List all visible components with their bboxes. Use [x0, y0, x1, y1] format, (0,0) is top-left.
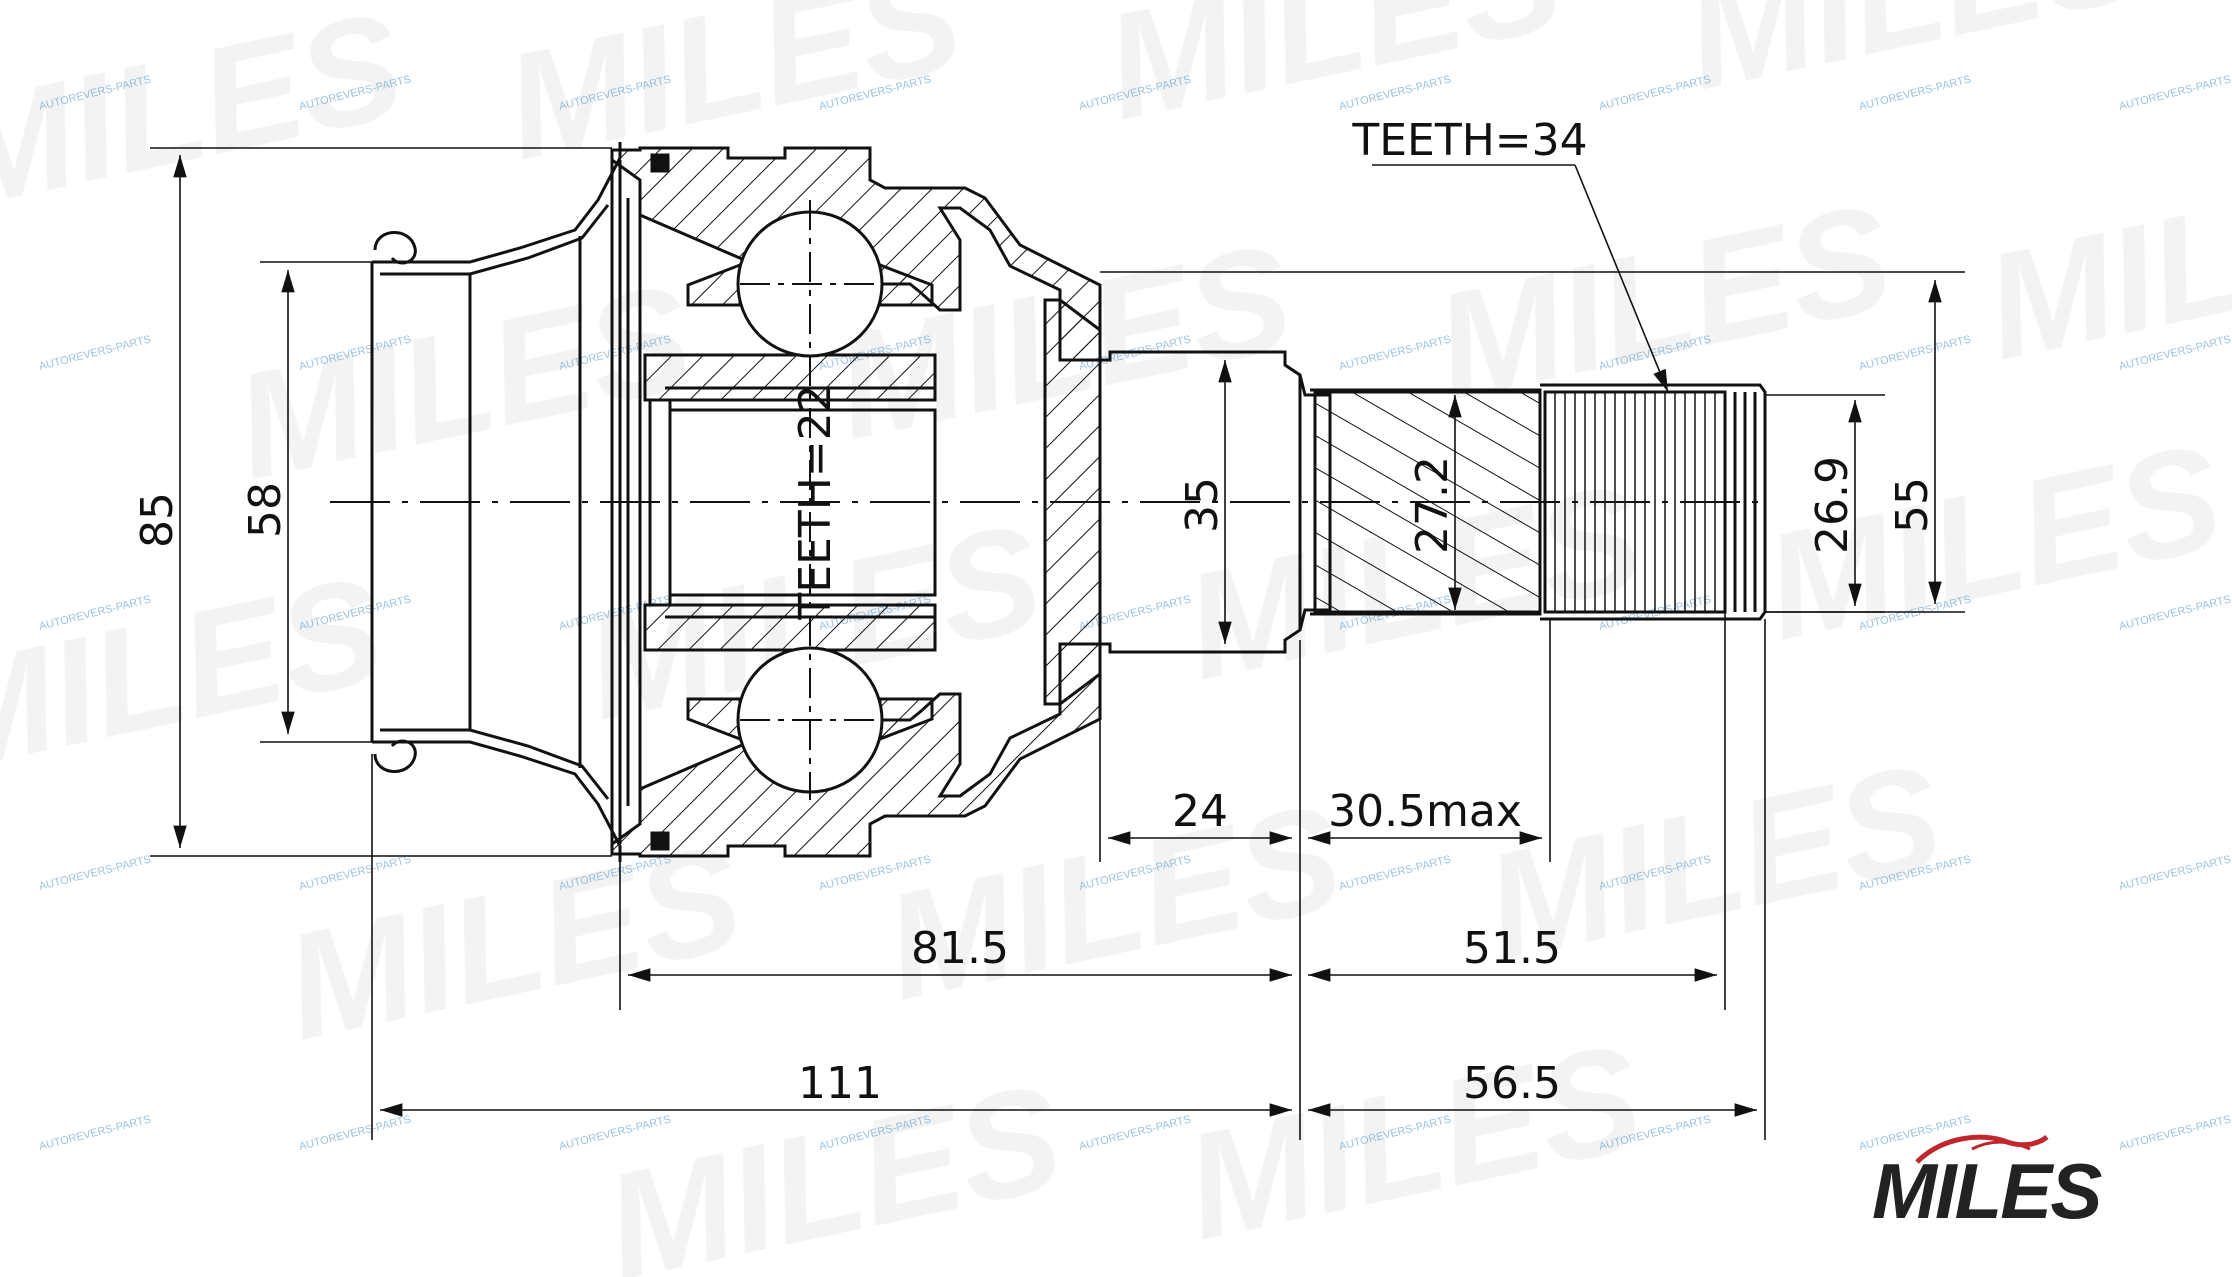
teeth-inner-label: TEETH=22 [790, 384, 841, 620]
dim-30-5: 30.5max [1328, 786, 1522, 837]
watermark-small-text: AUTOREVERS-PARTS [298, 1113, 412, 1152]
watermark-small-text: AUTOREVERS-PARTS [1598, 73, 1712, 112]
dim-27-2: 27.2 [1407, 456, 1458, 554]
dim-85: 85 [132, 492, 183, 548]
watermark-small-text: AUTOREVERS-PARTS [1338, 853, 1452, 892]
svg-text:MILES: MILES [222, 252, 705, 512]
dim-111: 111 [798, 1058, 882, 1109]
miles-logo: MILES [1872, 1127, 2172, 1237]
dimension-lines [150, 147, 1965, 1140]
dim-51-5: 51.5 [1463, 923, 1561, 974]
dim-56-5: 56.5 [1463, 1058, 1561, 1109]
watermark-small-text: AUTOREVERS-PARTS [1338, 333, 1452, 372]
watermark-small-text: AUTOREVERS-PARTS [38, 333, 152, 372]
watermark-small-text: AUTOREVERS-PARTS [2118, 593, 2232, 632]
dimension-labels: 85 58 35 27.2 26.9 55 TEETH=22 TEETH=34 … [132, 115, 1938, 1109]
dim-58: 58 [240, 482, 291, 538]
dim-35: 35 [1177, 477, 1228, 533]
dim-55: 55 [1887, 477, 1938, 533]
dim-24: 24 [1172, 786, 1228, 837]
watermark-small-text: AUTOREVERS-PARTS [2118, 73, 2232, 112]
svg-text:MILES: MILES [0, 544, 396, 804]
watermark-small-text: AUTOREVERS-PARTS [2118, 853, 2232, 892]
svg-text:MILES: MILES [1172, 1012, 1655, 1272]
dim-81-5: 81.5 [911, 923, 1009, 974]
output-shaft [1284, 363, 1767, 631]
teeth-outer-label: TEETH=34 [1351, 115, 1587, 166]
svg-text:MILES: MILES [1672, 0, 2155, 121]
watermark-small-text: AUTOREVERS-PARTS [38, 853, 152, 892]
logo-swoosh-icon [1915, 1134, 2049, 1164]
boot [370, 142, 622, 862]
tripod-spider [643, 153, 937, 851]
logo-text: MILES [1872, 1147, 2102, 1235]
watermark-small-text: AUTOREVERS-PARTS [1078, 1113, 1192, 1152]
watermark-small-text: AUTOREVERS-PARTS [38, 1113, 152, 1152]
dim-26-9: 26.9 [1807, 456, 1858, 554]
svg-text:MILES: MILES [0, 0, 416, 240]
